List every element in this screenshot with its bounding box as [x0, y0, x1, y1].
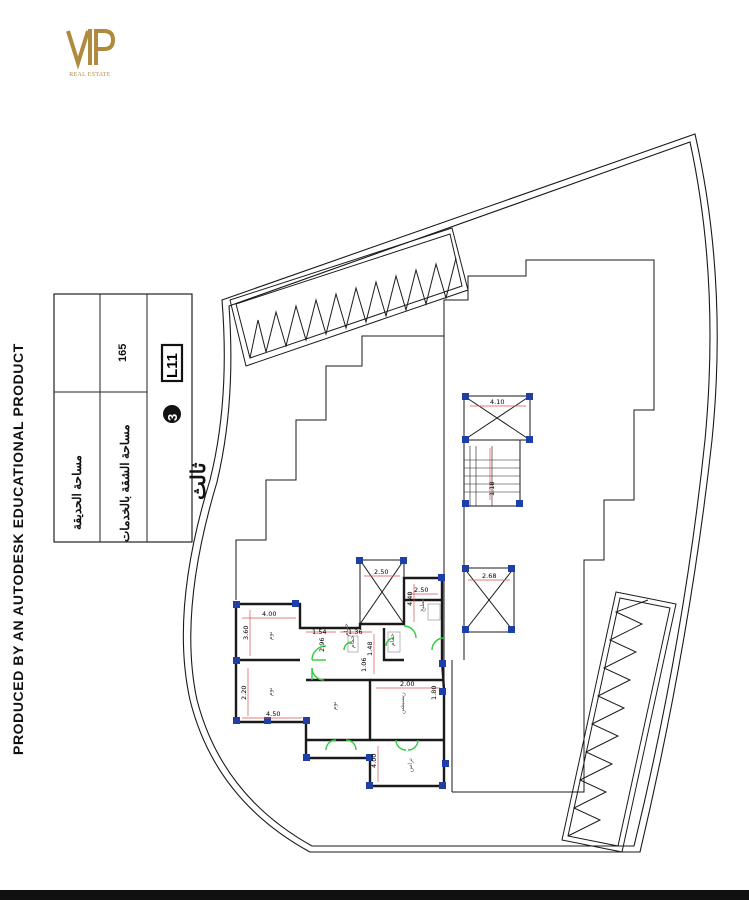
room-label: تراس — [407, 758, 414, 772]
room-label: مطبخ — [419, 598, 426, 612]
logo-subtitle: REAL ESTATE — [69, 72, 111, 78]
dimension-label: 1.54 — [312, 628, 326, 636]
dimension-label: 2.00 — [400, 680, 414, 688]
pergola-right — [561, 591, 677, 853]
dimension-lines — [242, 405, 526, 782]
dimension-label: 4.50 — [266, 710, 280, 718]
vip-logo: REAL ESTATE — [60, 25, 120, 85]
site-boundary — [182, 133, 718, 853]
dimension-label: 1.18 — [488, 482, 496, 496]
dimension-label: 1.80 — [430, 686, 438, 700]
dimension-label: 4.40 — [406, 592, 414, 606]
room-label: نوم — [267, 631, 274, 640]
unit-number-badge — [163, 405, 181, 423]
dimension-label: 2.50 — [374, 568, 388, 576]
pergola-top — [229, 227, 469, 367]
dimension-label: 2.50 — [414, 586, 428, 594]
room-label: حمام — [349, 635, 356, 648]
dimension-label: 4.00 — [370, 754, 378, 768]
dimension-label: 3.60 — [242, 626, 250, 640]
dimension-label: 1.06 — [360, 658, 368, 672]
room-label: ريسبشن — [399, 692, 406, 714]
dimension-label: 4.00 — [262, 610, 276, 618]
service-cores — [359, 395, 531, 660]
door-swings — [311, 625, 445, 751]
room-label: حمام — [389, 633, 396, 646]
dimension-label: 1.48 — [366, 642, 374, 656]
dimension-label: 2.68 — [482, 572, 496, 580]
room-label: نوم — [267, 687, 274, 696]
dimension-label: 2.96 — [318, 638, 326, 652]
structural-columns — [233, 393, 533, 789]
vip-logo-mark — [66, 29, 116, 70]
dimension-label: 2.20 — [240, 686, 248, 700]
dimension-labels: 4.10 1.18 2.50 2.50 2.68 4.00 3.60 1.54 1.36 1.48… — [240, 398, 504, 768]
dimension-label: 4.10 — [490, 398, 504, 406]
fixtures — [347, 603, 441, 653]
building-outline — [235, 259, 655, 793]
dimension-label: 1.36 — [348, 628, 362, 636]
bottom-bar — [0, 890, 749, 900]
room-label: حمام — [343, 623, 350, 636]
room-label: نوم — [331, 701, 338, 710]
